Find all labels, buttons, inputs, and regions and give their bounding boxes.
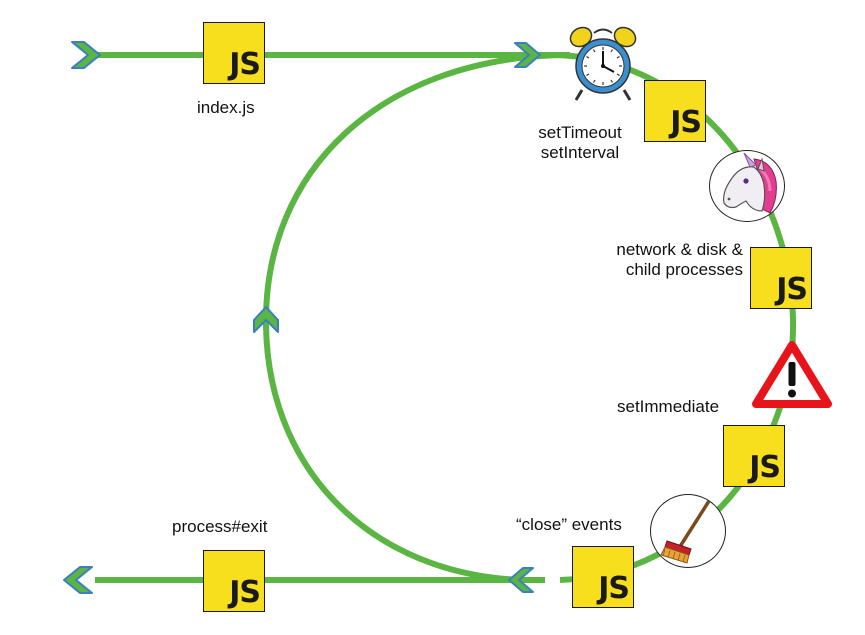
js-badge-close: JS [572, 546, 634, 608]
unicorn-icon-frame [709, 150, 785, 222]
loop-left-arc [262, 52, 561, 584]
label-check-text: setImmediate [617, 397, 720, 416]
js-badge-text: JS [229, 47, 261, 82]
label-poll: network & disk & child processes [560, 240, 743, 280]
exit-chevron-icon [63, 566, 93, 594]
js-badge-text: JS [229, 575, 261, 610]
label-timers-line-2: setInterval [540, 143, 620, 162]
broom-icon [660, 499, 711, 564]
entry-chevron-icon [71, 41, 101, 69]
warning-icon [752, 341, 832, 408]
broom-icon-frame [650, 494, 726, 568]
js-badge-text: JS [598, 571, 630, 606]
js-badge-index: JS [203, 22, 265, 84]
js-badge-timers: JS [644, 80, 706, 142]
label-poll-line-1: network & disk & [616, 240, 743, 259]
js-badge-text: JS [749, 450, 781, 485]
label-close: “close” events [516, 515, 622, 535]
loop-return-chevron-icon [508, 567, 534, 593]
label-timers: setTimeout setInterval [524, 123, 636, 163]
label-exit: process#exit [172, 517, 267, 537]
label-timers-line-1: setTimeout [538, 123, 622, 142]
label-close-text: “close” events [516, 515, 622, 534]
timers-chevron-icon [514, 42, 541, 68]
label-poll-line-2: child processes [625, 260, 743, 279]
loop-up-chevron-icon [253, 306, 279, 333]
js-badge-poll: JS [750, 247, 812, 309]
js-badge-check: JS [723, 425, 785, 487]
alarm-clock-icon [569, 26, 637, 101]
unicorn-icon [723, 152, 777, 214]
label-index: index.js [197, 98, 255, 118]
label-index-text: index.js [197, 98, 255, 117]
js-badge-text: JS [776, 272, 808, 307]
js-badge-text: JS [670, 105, 702, 140]
js-badge-exit: JS [203, 550, 265, 612]
label-exit-text: process#exit [172, 517, 268, 536]
label-check: setImmediate [617, 397, 719, 417]
